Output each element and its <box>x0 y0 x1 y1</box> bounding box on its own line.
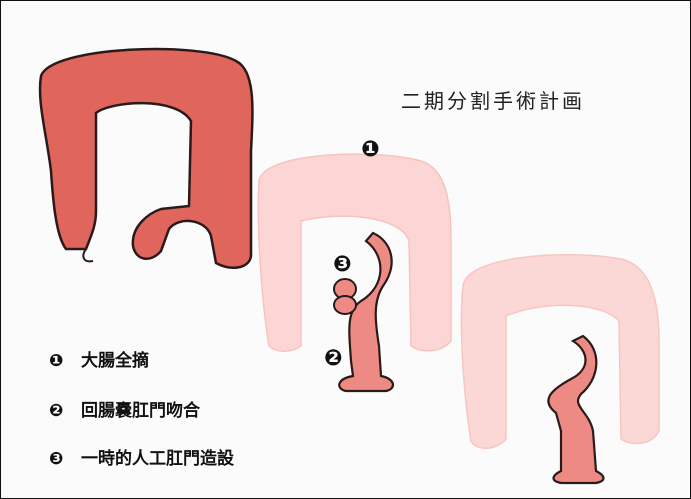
marker-three: ❸ <box>333 254 352 276</box>
marker-two: ❷ <box>324 348 343 370</box>
legend-item-2: ❷ 回腸嚢肛門吻合 <box>49 396 200 421</box>
legend-item-1: ❶ 大腸全摘 <box>49 346 149 371</box>
marker-one: ❶ <box>361 139 380 161</box>
legend-text-2: 回腸嚢肛門吻合 <box>81 401 200 421</box>
legend-text-1: 大腸全摘 <box>81 351 149 371</box>
legend-num-1: ❶ <box>49 351 75 371</box>
legend-num-3: ❸ <box>49 449 75 469</box>
legend-num-2: ❷ <box>49 401 75 421</box>
diagram-title: 二期分割手術計画 <box>401 85 585 114</box>
ileal-pouch-stage2 <box>548 336 603 483</box>
legend-text-3: 一時的人工肛門造設 <box>81 449 234 469</box>
legend-item-3: ❸ 一時的人工肛門造設 <box>49 444 234 469</box>
colon-full <box>40 49 252 268</box>
